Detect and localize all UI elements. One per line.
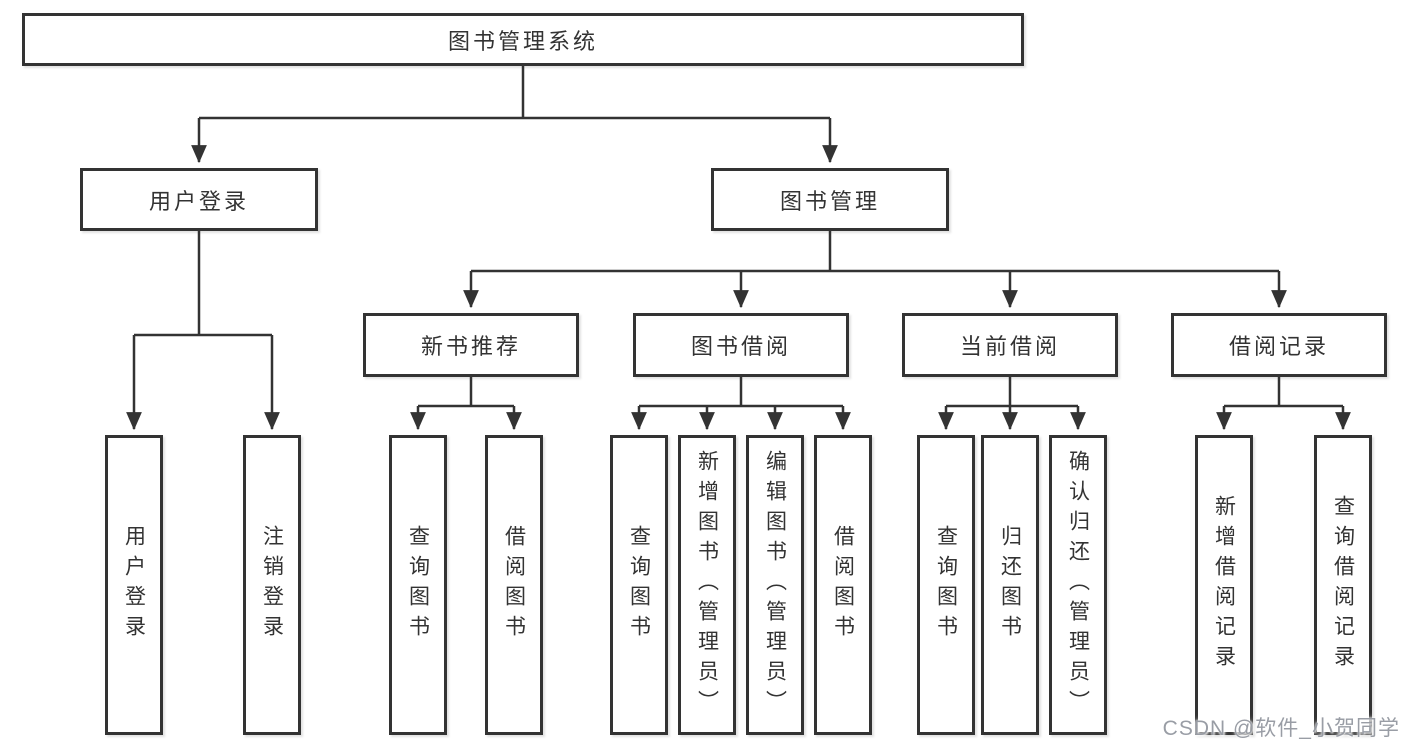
node-borrowing-query-books: 查询图书 [610,435,668,735]
node-current-borrowing: 当前借阅 [902,313,1118,377]
node-query-borrow-record: 查询借阅记录 [1314,435,1372,735]
node-borrowing-borrow-books: 借阅图书 [814,435,872,735]
node-confirm-return-admin: 确认归还（管理员） [1049,435,1107,735]
node-login-leaf: 用户登录 [105,435,163,735]
node-current-query-books: 查询图书 [917,435,975,735]
node-add-borrow-record: 新增借阅记录 [1195,435,1253,735]
node-root: 图书管理系统 [22,13,1024,66]
node-recommend-query-books: 查询图书 [389,435,447,735]
node-new-book-recommend: 新书推荐 [363,313,579,377]
node-recommend-borrow-books: 借阅图书 [485,435,543,735]
node-book-borrowing: 图书借阅 [633,313,849,377]
node-return-book: 归还图书 [981,435,1039,735]
node-borrowing-records: 借阅记录 [1171,313,1387,377]
node-add-book-admin: 新增图书（管理员） [678,435,736,735]
watermark: CSDN @软件_小贺同学 [1162,717,1400,740]
node-logout-leaf: 注销登录 [243,435,301,735]
node-book-management: 图书管理 [711,168,949,231]
node-edit-book-admin: 编辑图书（管理员） [746,435,804,735]
node-user-login: 用户登录 [80,168,318,231]
